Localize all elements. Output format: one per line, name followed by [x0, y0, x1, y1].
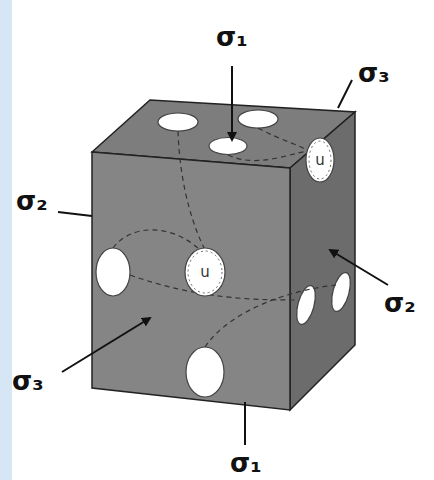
stress-label: σ₂: [16, 188, 48, 214]
stress-label: σ₁: [230, 450, 262, 476]
holes: [96, 110, 354, 397]
stress-label: σ₃: [358, 60, 390, 86]
void-label: u: [184, 263, 226, 281]
void-circle: u: [305, 137, 335, 183]
side-band: [0, 0, 12, 480]
stress-label: σ₃: [12, 368, 44, 394]
stress-label: σ₂: [384, 290, 416, 316]
front-face: [92, 152, 290, 410]
void-circle: u: [184, 247, 226, 297]
stress-label: σ₁: [216, 24, 248, 50]
void-label: u: [305, 151, 335, 169]
tunnels: [113, 128, 336, 347]
right-face: [290, 112, 355, 410]
stress-arrows: [58, 66, 388, 445]
